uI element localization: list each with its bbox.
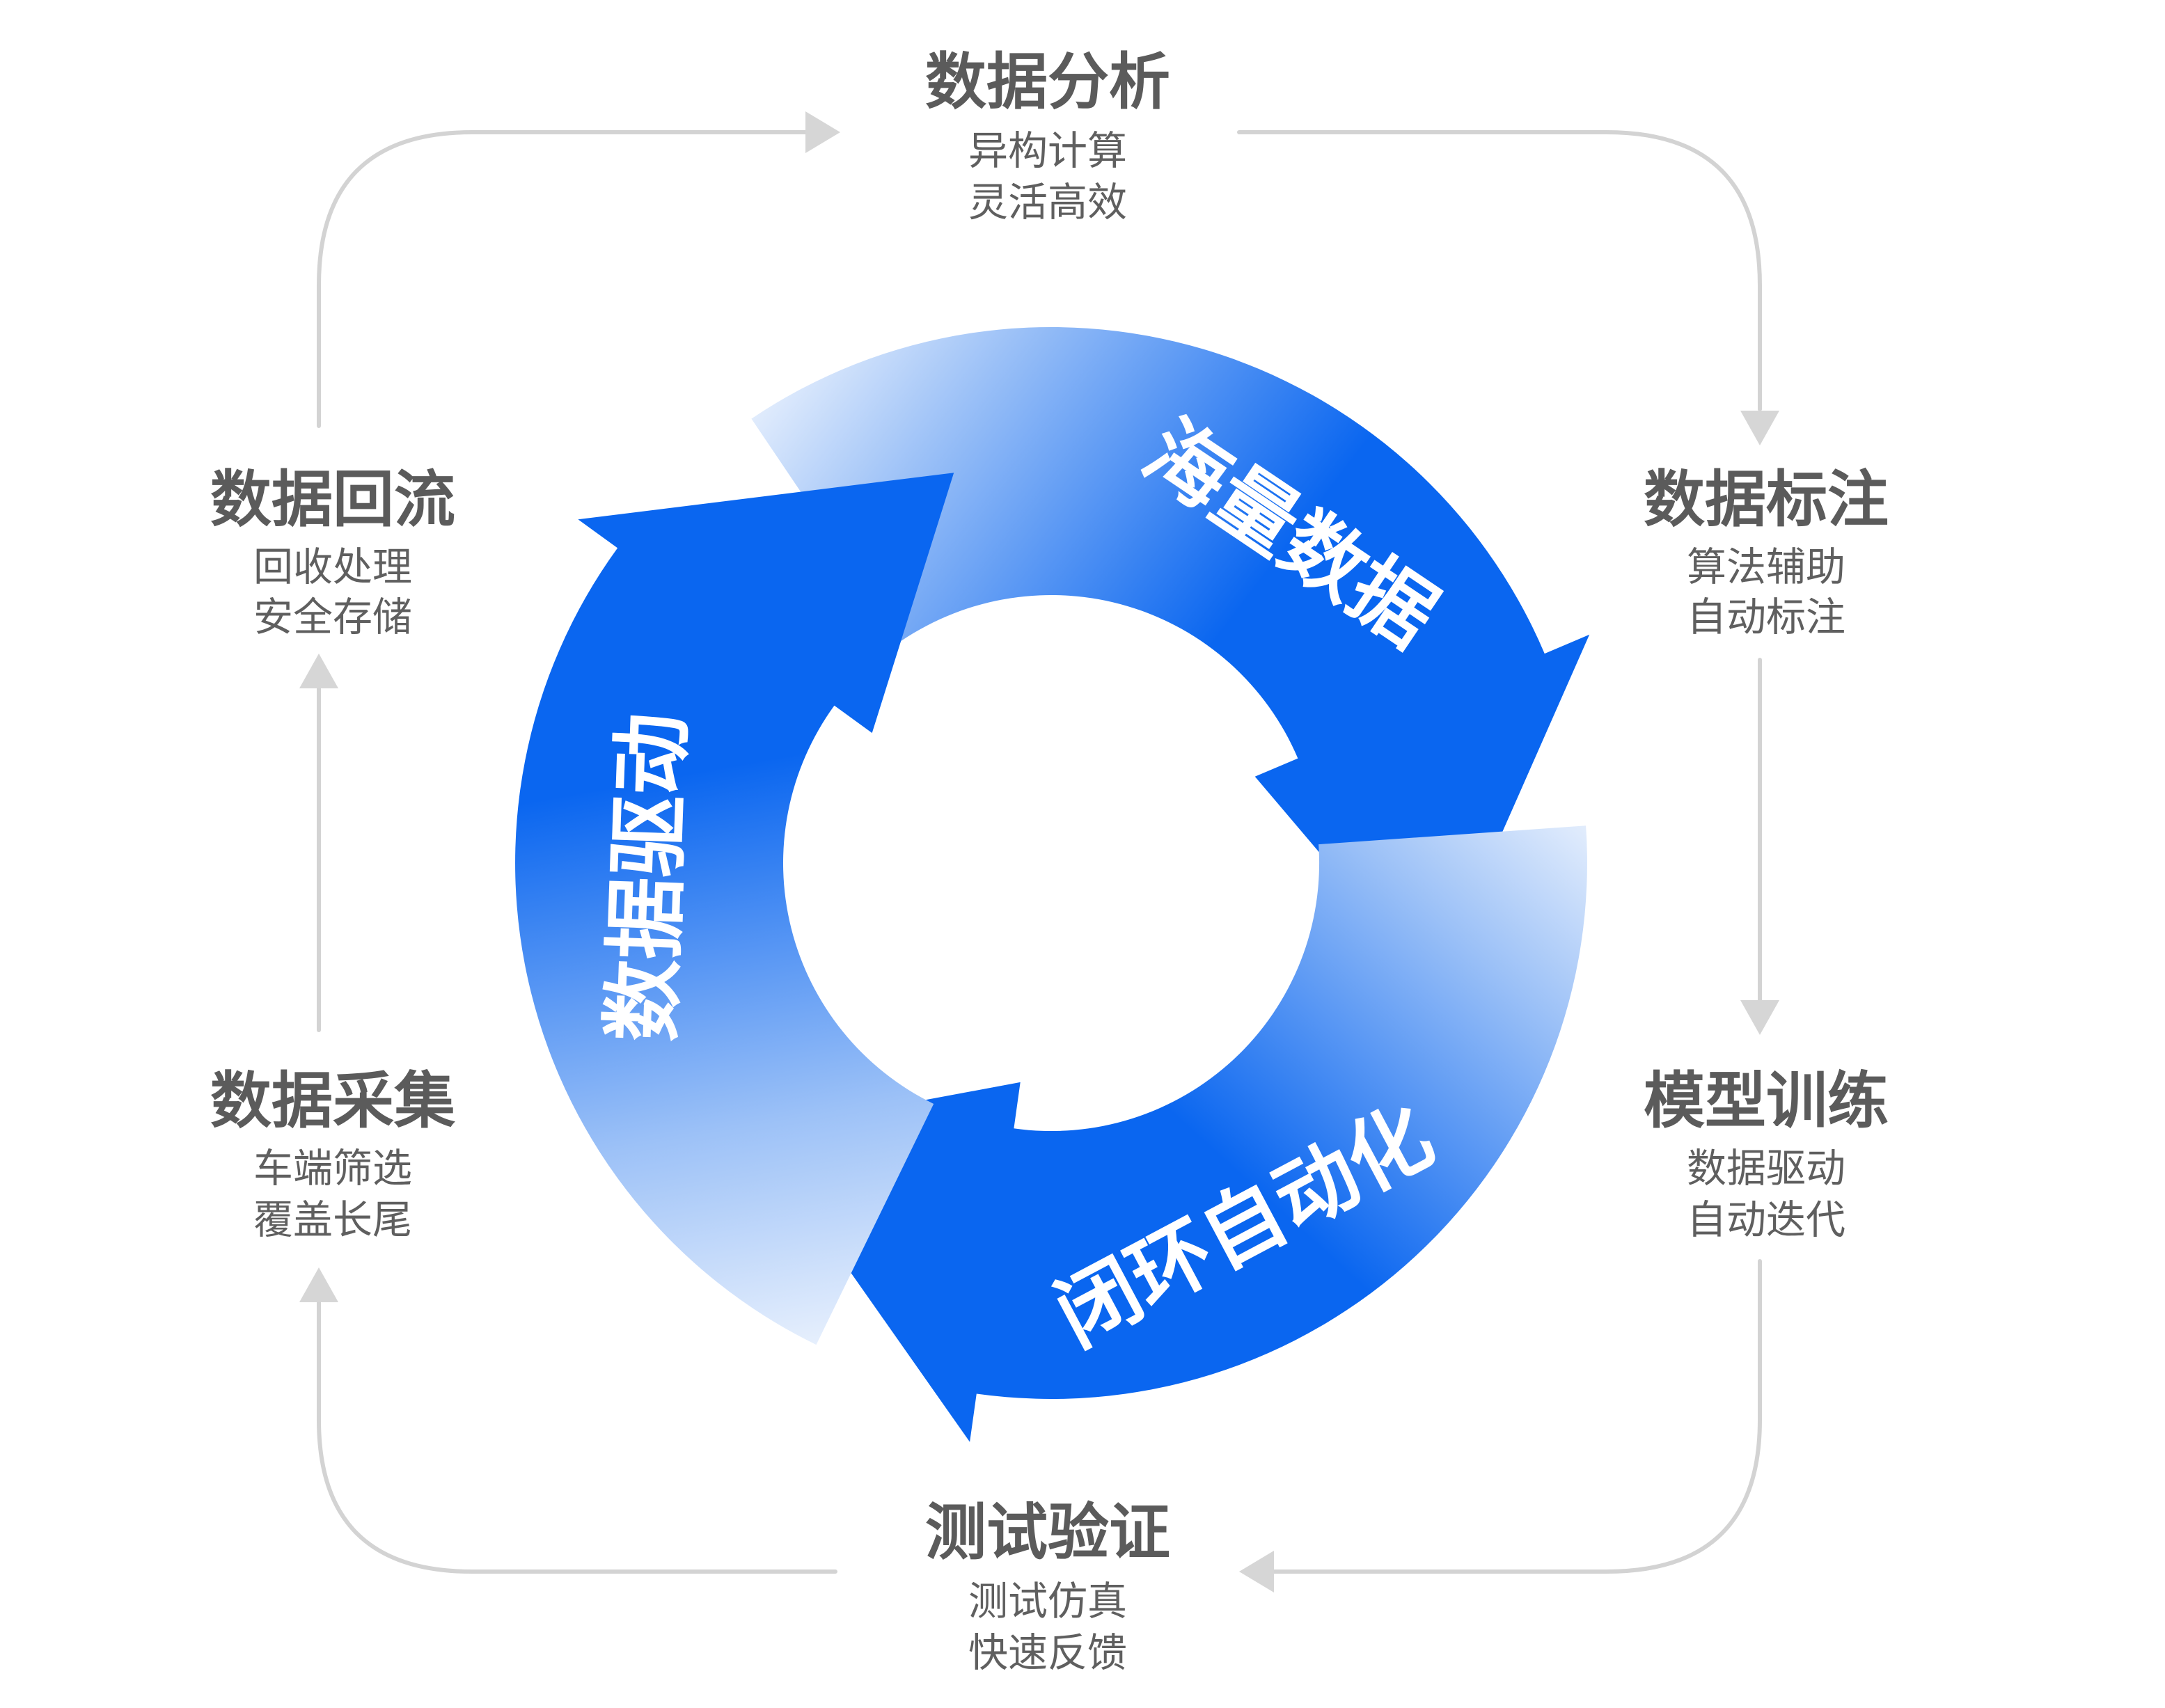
stage-line-annotation-2: 自动标注 <box>1687 594 1845 640</box>
stage-line-analysis-2: 灵活高效 <box>968 180 1127 226</box>
connector-training-to-testing <box>1270 1259 1762 1574</box>
stage-title-annotation: 数据标注 <box>1644 464 1889 535</box>
cycle-label-left-group: 数据驱动 <box>594 711 701 1043</box>
central-cycle: 海量数据 闭环自动化 数据驱动 <box>515 326 1590 1442</box>
connector-testing-to-collection <box>317 1299 837 1574</box>
stage-title-analysis: 数据分析 <box>925 46 1170 118</box>
stage-title-testing: 测试验证 <box>925 1496 1170 1568</box>
stage-line-reflow-2: 安全存储 <box>253 594 412 640</box>
stage-title-training: 模型训练 <box>1644 1065 1889 1137</box>
stage-training: 模型训练 数据驱动 自动迭代 <box>1644 1065 1889 1243</box>
stage-title-reflow: 数据回流 <box>210 464 455 535</box>
stage-line-training-2: 自动迭代 <box>1687 1197 1845 1243</box>
cycle-arrow-bottom <box>752 825 1587 1442</box>
stage-annotation: 数据标注 算法辅助 自动标注 <box>1644 464 1889 640</box>
stage-analysis: 数据分析 异构计算 灵活高效 <box>925 46 1170 226</box>
arrowhead-up-collection <box>299 1267 338 1302</box>
stage-testing: 测试验证 测试仿真 快速反馈 <box>925 1496 1170 1676</box>
stage-title-collection: 数据采集 <box>210 1065 455 1137</box>
stage-line-collection-1: 车端筛选 <box>253 1146 412 1192</box>
cycle-arrow-left <box>515 473 954 1345</box>
arrowhead-left-testing <box>1239 1551 1274 1592</box>
connector-heads <box>299 111 1779 1592</box>
stage-line-reflow-1: 回收处理 <box>253 544 412 590</box>
stage-line-training-1: 数据驱动 <box>1687 1146 1845 1192</box>
stage-reflow: 数据回流 回收处理 安全存储 <box>210 464 455 640</box>
stage-line-testing-1: 测试仿真 <box>968 1579 1127 1624</box>
arrowhead-right-top <box>805 111 840 153</box>
arrowhead-down-training <box>1740 1000 1779 1035</box>
cycle-arrow-top <box>751 326 1590 988</box>
stage-line-annotation-1: 算法辅助 <box>1687 544 1845 590</box>
stage-line-collection-2: 覆盖长尾 <box>253 1197 412 1243</box>
stage-collection: 数据采集 车端筛选 覆盖长尾 <box>210 1065 455 1243</box>
connector-loop <box>317 130 1762 1574</box>
arrowhead-down-annotation <box>1740 411 1779 445</box>
arrowhead-up-reflow <box>299 654 338 688</box>
stage-line-testing-2: 快速反馈 <box>968 1630 1127 1676</box>
connector-analysis-to-annotation <box>1237 130 1762 411</box>
connector-reflow-to-analysis <box>317 130 810 428</box>
stage-line-analysis-1: 异构计算 <box>968 128 1127 174</box>
cycle-label-left: 数据驱动 <box>594 711 701 1043</box>
